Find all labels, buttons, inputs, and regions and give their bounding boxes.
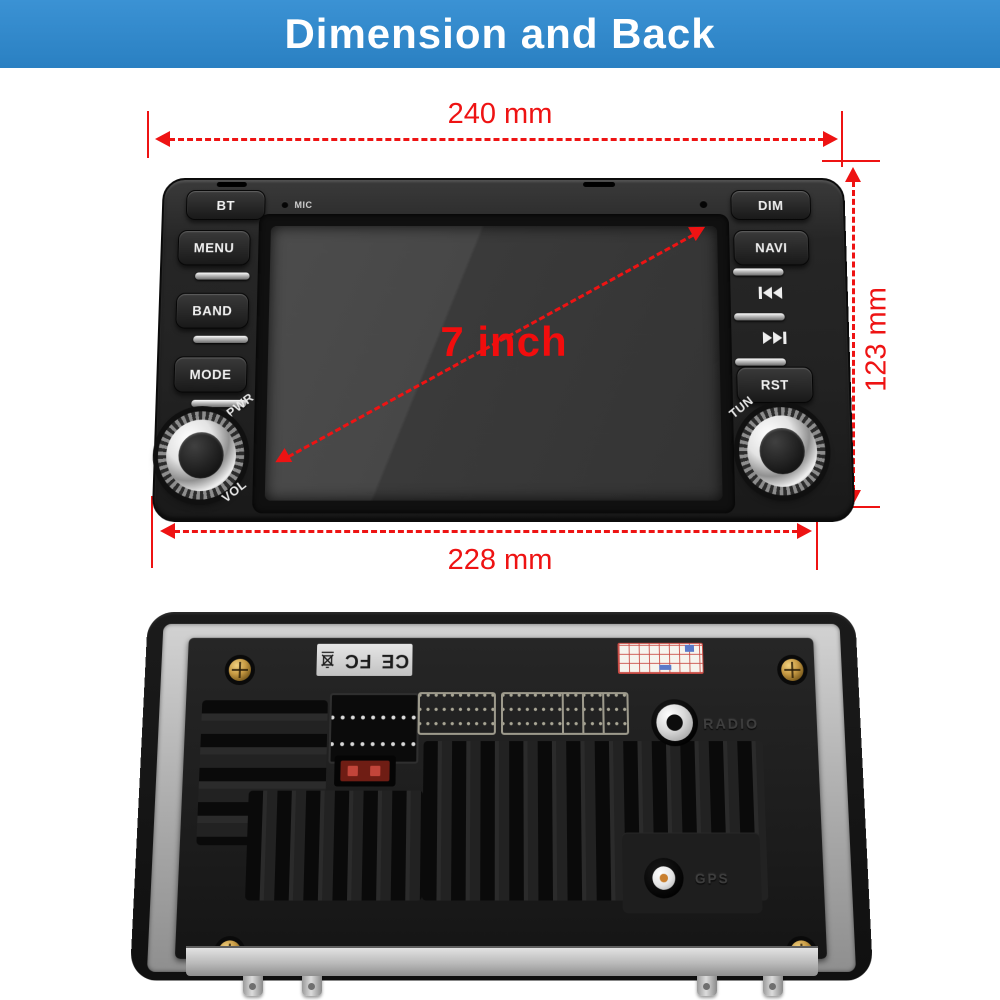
chrome-strip — [733, 268, 784, 275]
certification-label: CE FC — [316, 644, 412, 676]
radio-connector-pin — [666, 714, 683, 730]
radio-antenna-connector — [651, 699, 699, 746]
fcc-mark: FC — [343, 649, 371, 671]
gps-antenna-connector — [644, 858, 684, 898]
connector-divider — [582, 694, 584, 733]
dashed-line — [169, 138, 824, 141]
mic-hole-icon — [281, 201, 288, 208]
screw-icon — [228, 659, 251, 681]
dimension-bottom-arrow — [160, 523, 812, 539]
radio-connector-ring — [656, 704, 693, 741]
previous-track-icon — [757, 285, 786, 299]
head-unit-back-view: CE FC — [130, 612, 874, 981]
screen-size-label: 7 inch — [404, 318, 604, 366]
menu-button: MENU — [177, 230, 250, 265]
dimension-top-arrow — [155, 131, 838, 147]
arrowhead-left-icon — [155, 131, 170, 147]
mode-button: MODE — [173, 356, 247, 392]
connector-divider — [562, 694, 564, 733]
chrome-strip — [735, 358, 786, 365]
arrowhead-left-icon — [160, 523, 175, 539]
chrome-strip — [195, 273, 250, 280]
sensor-dot-icon — [699, 200, 707, 208]
spec-sticker — [618, 643, 704, 674]
extension-line — [822, 160, 880, 162]
fuse-holder — [334, 755, 396, 786]
header-banner: Dimension and Back — [0, 0, 1000, 68]
back-chassis: CE FC — [175, 638, 827, 959]
dimension-right-label: 123 mm — [861, 285, 894, 395]
dim-button: DIM — [730, 190, 811, 220]
next-track-icon — [758, 330, 787, 344]
screw-icon — [781, 659, 804, 681]
dimension-top-label: 240 mm — [430, 98, 570, 131]
certification-marks: CE FC — [320, 649, 409, 671]
vent-slot — [583, 182, 615, 187]
harness-connector-group — [501, 692, 629, 735]
gps-label: GPS — [695, 871, 730, 887]
ce-mark: CE — [380, 649, 409, 671]
band-button: BAND — [175, 293, 249, 329]
dimension-bottom-label: 228 mm — [430, 544, 570, 577]
mic-label: MIC — [294, 200, 312, 210]
bt-button: BT — [186, 190, 266, 220]
gps-connector-ring — [652, 866, 675, 889]
chrome-strip — [193, 336, 248, 343]
arrowhead-right-icon — [823, 131, 838, 147]
extension-line — [147, 111, 149, 158]
fuse-element — [348, 766, 358, 776]
fuse-block — [340, 761, 389, 782]
arrowhead-up-icon — [845, 167, 861, 182]
connector-divider — [602, 694, 605, 733]
tuning-knob — [738, 407, 827, 495]
previous-track-button — [734, 277, 809, 309]
next-track-button — [735, 321, 810, 353]
iso-pin-connector — [328, 693, 419, 764]
dashed-line — [174, 530, 798, 533]
gps-panel: GPS — [622, 833, 763, 914]
harness-connector — [418, 692, 496, 735]
knob-cap — [759, 428, 805, 474]
chrome-strip — [734, 313, 785, 320]
vent-slot — [217, 182, 247, 187]
extension-line — [841, 111, 843, 167]
radio-label: RADIO — [703, 715, 760, 731]
fuse-element — [370, 766, 380, 776]
navi-button: NAVI — [733, 230, 809, 265]
bottom-mounting-strip — [186, 946, 818, 976]
weee-bin-icon — [320, 651, 335, 669]
heatsink-fins-vertical — [245, 791, 423, 901]
page-title: Dimension and Back — [284, 10, 715, 58]
arrowhead-right-icon — [797, 523, 812, 539]
gps-connector-pin — [660, 874, 668, 883]
